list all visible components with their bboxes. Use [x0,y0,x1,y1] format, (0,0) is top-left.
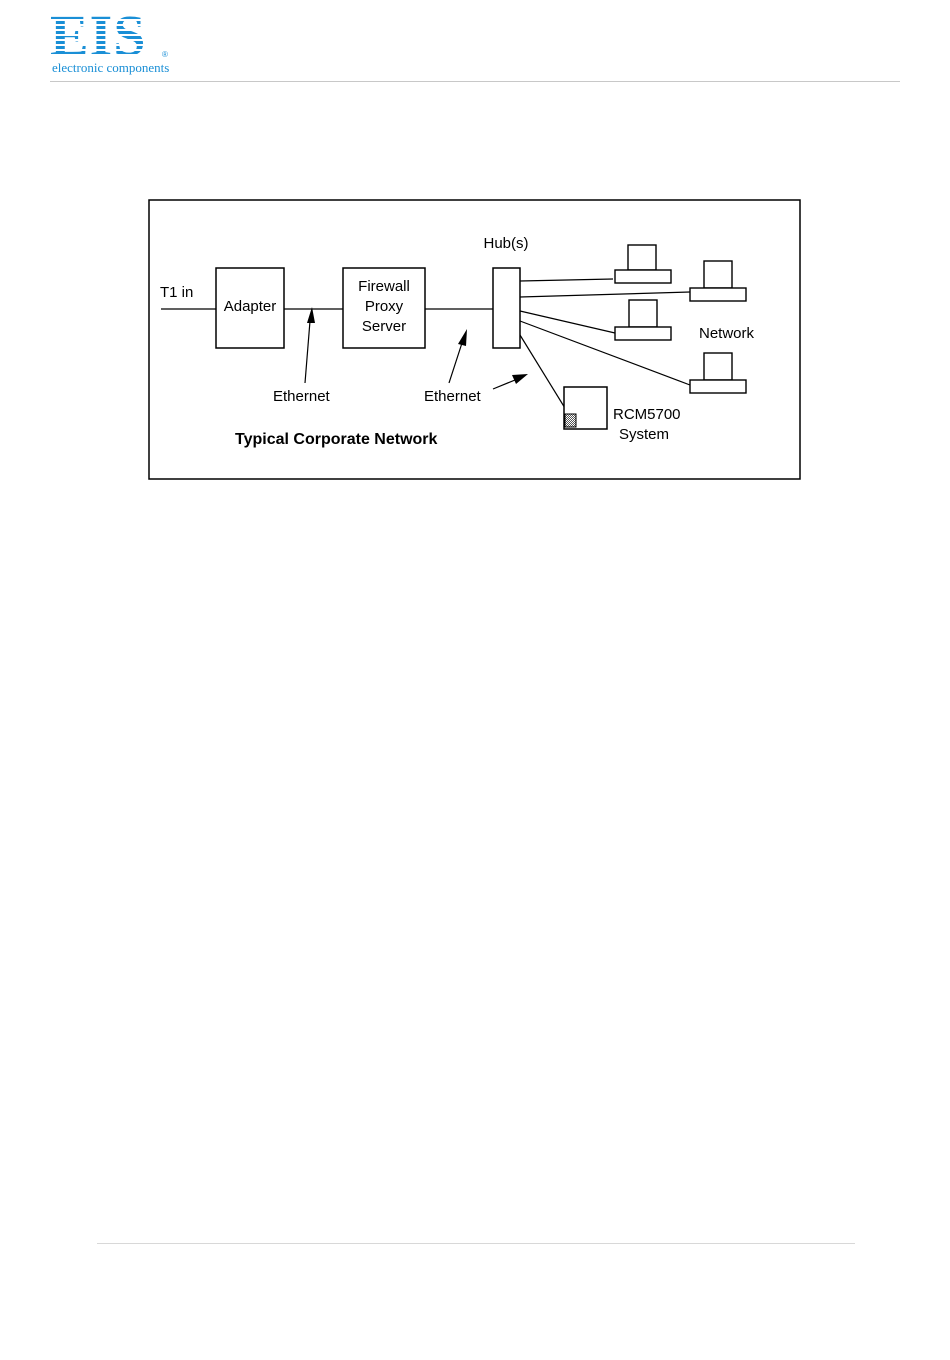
firewall-label-line1: Firewall [358,278,410,295]
hub-label: Hub(s) [483,235,528,252]
adapter-label: Adapter [224,298,277,315]
network-label: Network [699,325,755,342]
ethernet-arrow-3-shaft [493,380,515,389]
rcm-module-chip [565,414,576,427]
registered-mark: ® [162,50,168,59]
computer-icon [690,353,746,393]
ethernet-arrow-2-shaft [449,343,462,383]
hub-link-2 [520,292,690,297]
rcm-label-line1: RCM5700 [613,406,681,423]
firewall-label-line3: Server [362,318,406,335]
logo-tagline: electronic components [52,60,169,76]
ethernet-arrow-1-shaft [305,321,310,383]
logo-wordmark: EIS [50,6,147,66]
footer-divider [97,1243,855,1244]
header-divider [50,81,900,82]
hub-link-3 [520,311,615,333]
computer-icon [615,300,671,340]
ethernet-arrow-3-head [512,374,528,384]
hub-link-rcm [520,335,568,413]
hub-box [493,268,520,348]
firewall-label-line2: Proxy [365,298,404,315]
computer-icon [615,245,671,283]
diagram-caption: Typical Corporate Network [235,431,438,448]
computer-icon [690,261,746,301]
ethernet-label-2: Ethernet [424,388,482,405]
network-diagram: T1 in Adapter Firewall Proxy Server Hub(… [148,199,801,480]
t1-in-label: T1 in [160,284,193,301]
ethernet-arrow-2-head [458,329,467,346]
eis-logo: EIS ® electronic components [50,6,180,76]
rcm-label-line2: System [619,426,669,443]
ethernet-label-1: Ethernet [273,388,331,405]
hub-link-1 [520,279,613,281]
